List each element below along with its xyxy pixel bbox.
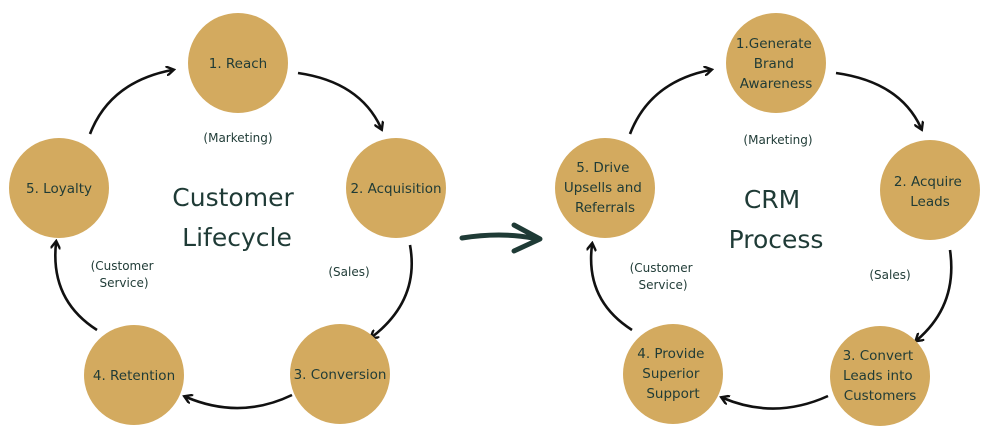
arrow-loyalty-to-reach xyxy=(88,70,172,135)
arrow-conversion-to-retention xyxy=(186,395,293,410)
crm-process-diagram: 1.Generate Brand Awareness 2. Acquire Le… xyxy=(555,13,980,426)
diagram-title-line: Lifecycle xyxy=(182,223,292,252)
diagram-title-line: CRM xyxy=(744,185,800,214)
node-generate-brand-awareness: 1.Generate Brand Awareness xyxy=(726,13,826,113)
node-loyalty: 5. Loyalty xyxy=(9,138,109,238)
node-label: 2. Acquisition xyxy=(350,181,441,197)
node-label: 2. Acquire Leads xyxy=(894,174,966,210)
node-label-line: 4. Retention xyxy=(93,368,175,384)
side-label-line: (Customer xyxy=(630,261,693,275)
side-label-line: (Marketing) xyxy=(743,133,812,147)
node-label-line: 2. Acquisition xyxy=(350,181,441,197)
side-label-sales: (Sales) xyxy=(328,265,369,279)
node-label-line: 5. Loyalty xyxy=(26,181,92,197)
arrow-retention-to-loyalty xyxy=(55,243,98,332)
side-label-sales: (Sales) xyxy=(869,268,910,282)
side-label-line: (Sales) xyxy=(869,268,910,282)
node-label-line: Support xyxy=(646,386,699,402)
side-label-line: (Marketing) xyxy=(203,131,272,145)
node-circle xyxy=(346,138,446,238)
node-label-line: 4. Provide xyxy=(637,346,704,362)
node-label-line: 2. Acquire xyxy=(894,174,962,190)
side-label-marketing: (Marketing) xyxy=(203,131,272,145)
side-label-customer-service: (Customer Service) xyxy=(91,259,158,290)
node-label-line: Awareness xyxy=(740,76,813,92)
node-retention: 4. Retention xyxy=(84,325,184,425)
node-circle xyxy=(623,324,723,424)
node-circle xyxy=(9,138,109,238)
node-circle xyxy=(290,324,390,424)
node-label: 5. Drive Upsells and Referrals xyxy=(564,160,646,216)
arrow-leads-to-convert xyxy=(917,249,953,340)
node-label: 3. Convert Leads into Customers xyxy=(843,348,918,404)
arrow-support-to-referrals xyxy=(591,245,633,332)
node-provide-support: 4. Provide Superior Support xyxy=(623,324,723,424)
node-label-line: Referrals xyxy=(575,200,635,216)
diagram-title: CRM Process xyxy=(729,185,824,254)
side-label-line: (Sales) xyxy=(328,265,369,279)
node-circle xyxy=(188,13,288,113)
connector-arrow-icon xyxy=(459,222,543,254)
node-convert-leads: 3. Convert Leads into Customers xyxy=(830,326,930,426)
node-reach: 1. Reach xyxy=(188,13,288,113)
node-label: 4. Provide Superior Support xyxy=(637,346,709,402)
node-label-line: Leads xyxy=(910,194,949,210)
arrow-acquisition-to-conversion xyxy=(372,244,414,337)
diagram-title: Customer Lifecycle xyxy=(172,183,301,252)
node-circle xyxy=(726,13,826,113)
diagram-title-line: Process xyxy=(729,225,824,254)
side-label-marketing: (Marketing) xyxy=(743,133,812,147)
customer-lifecycle-diagram: 1. Reach 2. Acquisition 3. Conversion 4.… xyxy=(9,13,446,425)
side-label-line: Service) xyxy=(99,276,148,290)
node-circle xyxy=(84,325,184,425)
arrow-awareness-to-leads xyxy=(835,71,921,128)
node-label-line: Customers xyxy=(844,388,917,404)
node-label-line: 1. Reach xyxy=(209,56,268,72)
arrow-convert-to-support xyxy=(723,396,829,410)
arrow-reach-to-acquisition xyxy=(297,71,381,128)
node-label: 5. Loyalty xyxy=(26,181,92,197)
side-label-line: (Customer xyxy=(91,259,154,273)
node-label-line: Superior xyxy=(642,366,700,382)
side-label-line: Service) xyxy=(638,278,687,292)
node-acquire-leads: 2. Acquire Leads xyxy=(880,140,980,240)
node-label-line: 3. Convert xyxy=(843,348,914,364)
diagram-title-line: Customer xyxy=(172,183,294,212)
node-acquisition: 2. Acquisition xyxy=(346,138,446,238)
node-label-line: Leads into xyxy=(843,368,913,384)
node-label-line: Upsells and xyxy=(564,180,642,196)
node-label-line: 3. Conversion xyxy=(294,367,387,383)
node-label: 4. Retention xyxy=(93,368,175,384)
node-label: 1.Generate Brand Awareness xyxy=(736,36,816,92)
node-circle xyxy=(555,138,655,238)
node-label: 3. Conversion xyxy=(294,367,387,383)
side-label-customer-service: (Customer Service) xyxy=(630,261,697,292)
node-label-line: 1.Generate xyxy=(736,36,812,52)
node-label-line: Brand xyxy=(754,56,794,72)
node-drive-upsells: 5. Drive Upsells and Referrals xyxy=(555,138,655,238)
arrow-referrals-to-awareness xyxy=(628,70,710,135)
node-label-line: 5. Drive xyxy=(576,160,629,176)
node-label: 1. Reach xyxy=(209,56,268,72)
node-circle xyxy=(880,140,980,240)
node-conversion: 3. Conversion xyxy=(290,324,390,424)
node-circle xyxy=(830,326,930,426)
